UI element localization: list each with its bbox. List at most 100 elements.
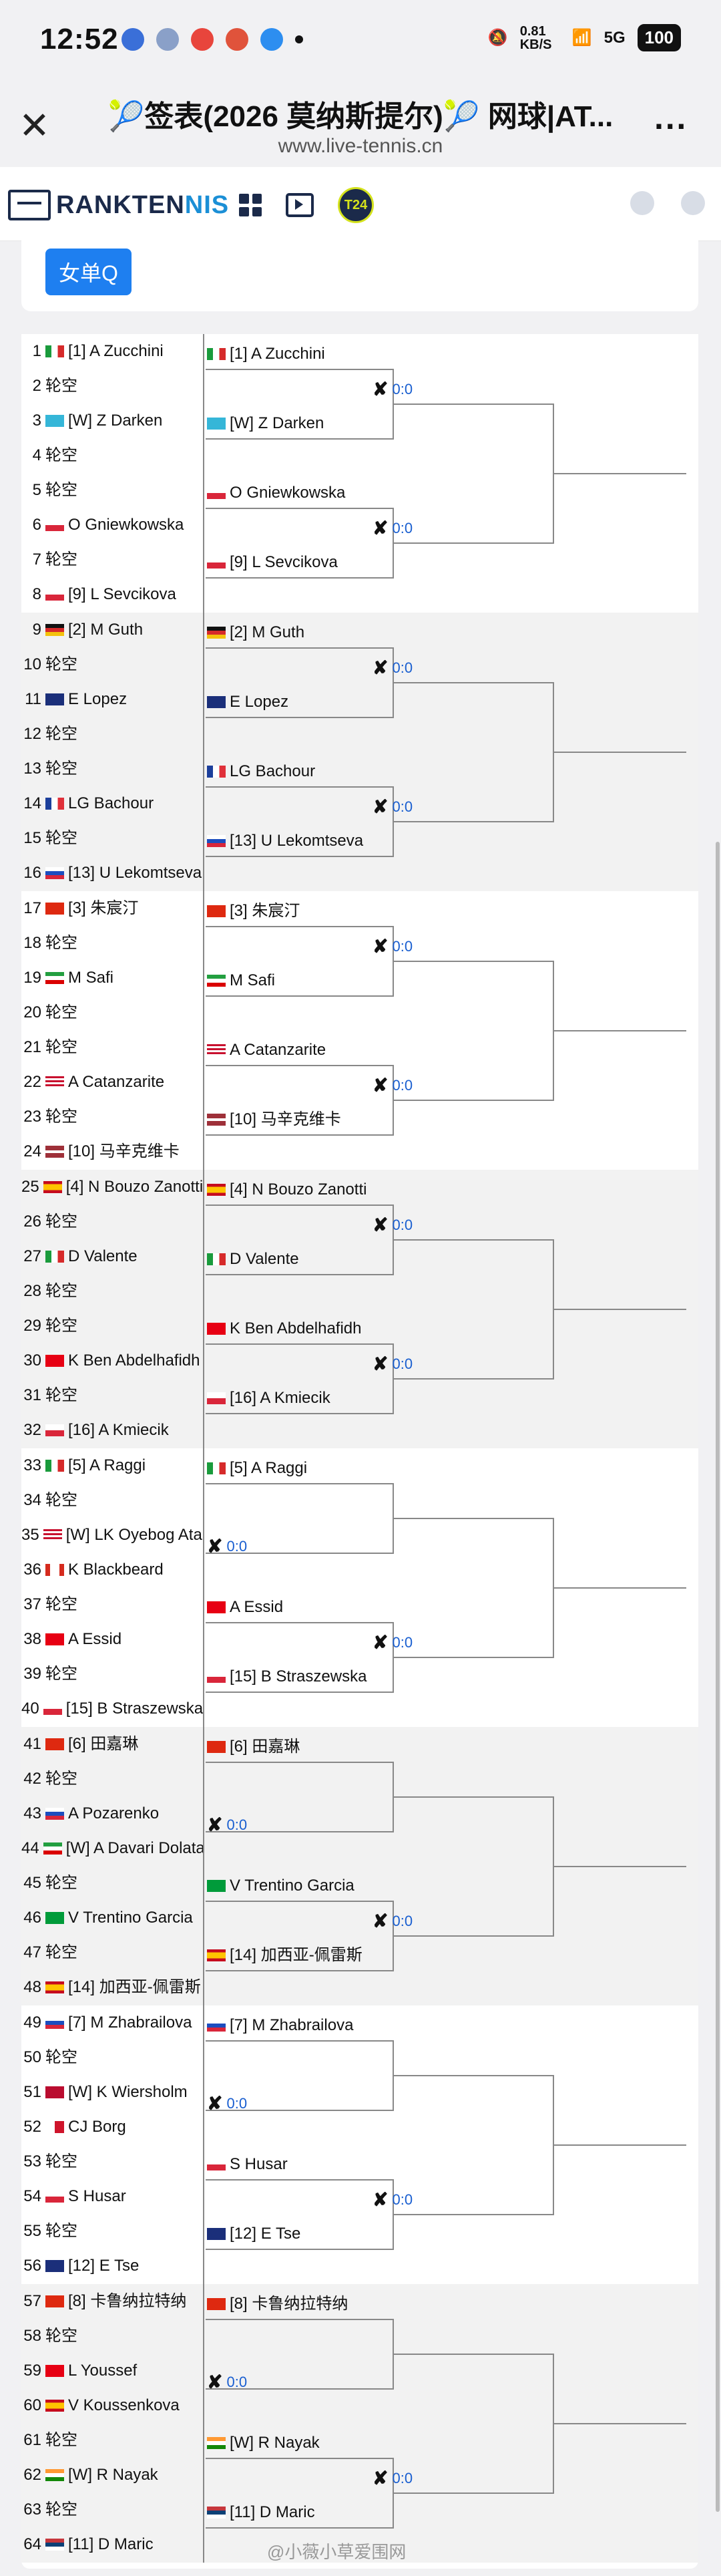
round2-entry[interactable]: [4] N Bouzo Zanotti (207, 1172, 394, 1207)
match-score[interactable]: ✘0:0 (373, 378, 413, 400)
match-score[interactable]: ✘0:0 (373, 1074, 413, 1096)
round2-entry[interactable]: [5] A Raggi (207, 1451, 394, 1486)
draw-entry[interactable]: 3[W] Z Darken (21, 404, 203, 438)
round2-entry[interactable]: [15] B Straszewska (207, 1659, 394, 1694)
round2-entry[interactable]: [2] M Guth (207, 615, 394, 650)
match-score[interactable]: ✘0:0 (373, 517, 413, 539)
round2-entry[interactable]: [1] A Zucchini (207, 337, 394, 371)
t24-icon[interactable]: T24 (338, 187, 374, 223)
draw-entry[interactable]: 62[W] R Nayak (21, 2458, 203, 2492)
draw-entry[interactable]: 48[14] 加西亚-佩雷斯 (21, 1970, 203, 2005)
match-score[interactable]: ✘0:0 (207, 2371, 247, 2393)
round2-entry[interactable]: [6] 田嘉琳 (207, 1730, 394, 1764)
draw-entry[interactable]: 51[W] K Wiersholm (21, 2075, 203, 2110)
round2-entry[interactable]: A Essid (207, 1590, 394, 1625)
round2-entry[interactable]: [3] 朱宸汀 (207, 894, 394, 929)
match-score[interactable]: ✘0:0 (373, 1214, 413, 1236)
round2-entry[interactable]: [13] U Lekomtseva (207, 824, 394, 858)
draw-entry[interactable]: 24[10] 马辛克维卡 (21, 1134, 203, 1169)
draw-entry[interactable]: 64[11] D Maric (21, 2527, 203, 2562)
match-score[interactable]: ✘0:0 (207, 1535, 247, 1557)
round2-entry[interactable]: [W] R Nayak (207, 2426, 394, 2460)
video-icon[interactable] (286, 193, 314, 217)
draw-entry[interactable]: 8[9] L Sevcikova (21, 577, 203, 612)
draw-entry[interactable]: 32[16] A Kmiecik (21, 1413, 203, 1448)
round2-entry[interactable]: S Husar (207, 2147, 394, 2182)
round2-entry[interactable]: K Ben Abdelhafidh (207, 1311, 394, 1346)
draw-entry[interactable]: 56[12] E Tse (21, 2249, 203, 2283)
grid-menu-icon[interactable] (239, 194, 262, 216)
scrollbar[interactable] (716, 842, 720, 2512)
shirt-icon[interactable] (630, 191, 654, 215)
draw-entry[interactable]: 57[8] 卡鲁纳拉特纳 (21, 2284, 203, 2319)
ranktennis-logo[interactable]: RANKTENNIS (8, 190, 229, 220)
round2-entry[interactable]: LG Bachour (207, 754, 394, 789)
round2-entry[interactable]: [9] L Sevcikova (207, 545, 394, 580)
round2-entry[interactable]: [7] M Zhabrailova (207, 2008, 394, 2043)
globe-icon[interactable] (681, 191, 705, 215)
tab-womens-qualifying[interactable]: 女单Q (45, 249, 132, 295)
match-score[interactable]: ✘0:0 (207, 1814, 247, 1836)
round2-entry[interactable]: V Trentino Garcia (207, 1869, 394, 1903)
close-icon[interactable]: ✕ (19, 104, 50, 146)
match-score[interactable]: ✘0:0 (373, 657, 413, 679)
match-score[interactable]: ✘0:0 (373, 2189, 413, 2211)
round2-entry[interactable]: [16] A Kmiecik (207, 1381, 394, 1416)
draw-entry[interactable]: 44[W] A Davari Dolatabadi (21, 1831, 203, 1866)
round2-entry[interactable]: O Gniewkowska (207, 476, 394, 510)
draw-entry[interactable]: 49[7] M Zhabrailova (21, 2005, 203, 2040)
draw-entry[interactable]: 35[W] LK Oyebog Atanga (21, 1518, 203, 1553)
draw-entry[interactable]: 9[2] M Guth (21, 613, 203, 647)
round2-entry[interactable]: M Safi (207, 963, 394, 998)
draw-entry[interactable]: 41[6] 田嘉琳 (21, 1727, 203, 1762)
round2-entry[interactable]: [14] 加西亚-佩雷斯 (207, 1938, 394, 1973)
match-score[interactable]: ✘0:0 (373, 796, 413, 818)
draw-entry[interactable]: 17[3] 朱宸汀 (21, 891, 203, 926)
match-score[interactable]: ✘0:0 (373, 935, 413, 957)
draw-entry[interactable]: 16[13] U Lekomtseva (21, 856, 203, 891)
match-score[interactable]: ✘0:0 (207, 2092, 247, 2114)
round2-entry[interactable]: [11] D Maric (207, 2495, 394, 2530)
round2-entry[interactable]: [10] 马辛克维卡 (207, 1102, 394, 1137)
draw-entry[interactable]: 1[1] A Zucchini (21, 334, 203, 369)
draw-entry[interactable]: 33[5] A Raggi (21, 1448, 203, 1483)
round2-entry[interactable]: [W] Z Darken (207, 406, 394, 441)
match-score[interactable]: ✘0:0 (373, 1353, 413, 1375)
match-score[interactable]: ✘0:0 (373, 2467, 413, 2489)
